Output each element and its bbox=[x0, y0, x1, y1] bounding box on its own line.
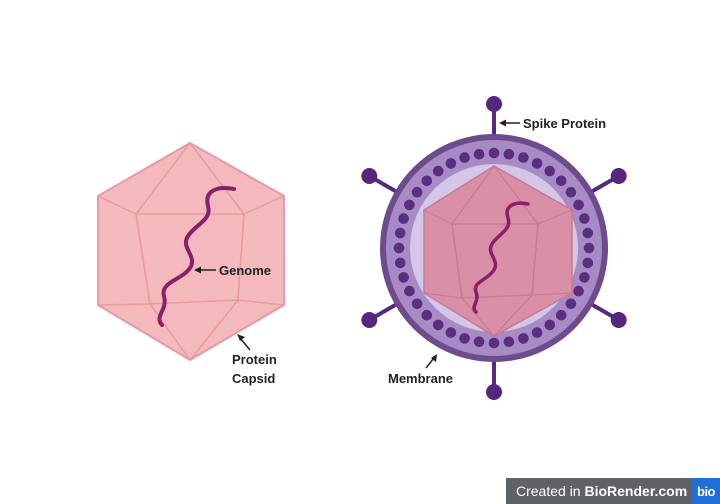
spike-knob bbox=[361, 168, 378, 184]
arrow-icon bbox=[194, 266, 201, 274]
membrane-bead bbox=[531, 327, 543, 338]
membrane-bead bbox=[411, 186, 423, 198]
membrane-bead bbox=[579, 213, 590, 224]
membrane-bead bbox=[473, 148, 485, 160]
arrow-icon bbox=[499, 119, 506, 127]
membrane-bead bbox=[404, 199, 415, 211]
arrow-icon bbox=[425, 357, 435, 369]
membrane-bead bbox=[432, 165, 444, 177]
membrane-bead bbox=[488, 337, 500, 349]
membrane-bead bbox=[445, 158, 457, 169]
spike-knob bbox=[486, 384, 502, 400]
membrane-bead bbox=[398, 272, 409, 283]
membrane-bead bbox=[565, 298, 577, 310]
spike-proteins bbox=[361, 96, 627, 400]
membrane-bead bbox=[393, 242, 405, 254]
genome-label: Genome bbox=[219, 263, 271, 278]
membrane-bead bbox=[518, 152, 529, 163]
badge-prefix: Created in bbox=[516, 483, 585, 499]
genome-strand-left bbox=[157, 186, 236, 327]
enveloped-virus-icon bbox=[361, 96, 627, 400]
membrane-bead bbox=[421, 309, 433, 321]
membrane-bead bbox=[573, 199, 584, 211]
membrane-bead bbox=[544, 319, 556, 331]
protein-label-line1: Protein bbox=[232, 352, 277, 367]
membrane-bead bbox=[531, 158, 543, 169]
inner-capsid-facet-lines bbox=[423, 165, 573, 337]
membrane-bead bbox=[473, 336, 485, 348]
membrane-bead bbox=[579, 272, 590, 283]
badge-brand: BioRender.com bbox=[584, 483, 688, 499]
membrane-bead bbox=[555, 309, 567, 321]
genome-strand-right bbox=[472, 201, 530, 314]
biorender-logo-icon: bio bbox=[692, 478, 720, 504]
membrane-bead bbox=[394, 257, 406, 269]
protein-label-line2: Capsid bbox=[232, 371, 275, 386]
spike-knob bbox=[361, 312, 378, 328]
spike-protein-label: Spike Protein bbox=[523, 116, 606, 131]
membrane-bead bbox=[582, 257, 594, 269]
membrane-bead bbox=[573, 285, 584, 297]
membrane-label: Membrane bbox=[388, 371, 453, 386]
arrow-icon bbox=[431, 354, 437, 362]
membrane-bead bbox=[432, 319, 444, 331]
membrane-bead bbox=[459, 333, 470, 344]
genome-callout: Genome bbox=[194, 263, 271, 278]
arrow-icon bbox=[239, 337, 251, 351]
membrane-bead bbox=[565, 186, 577, 198]
membrane-bead bbox=[445, 327, 457, 338]
membrane-bead bbox=[555, 175, 567, 187]
capsid-hexagon bbox=[97, 142, 285, 361]
capsid-facet-lines bbox=[97, 142, 285, 361]
membrane-bead bbox=[411, 298, 423, 310]
membrane-bead bbox=[394, 227, 406, 239]
membrane-bead bbox=[459, 152, 470, 163]
membrane-bead bbox=[582, 227, 594, 239]
membrane-callout: Membrane bbox=[388, 354, 453, 386]
membrane-bead bbox=[404, 285, 415, 297]
spike-knob bbox=[486, 96, 502, 112]
membrane-bead bbox=[421, 175, 433, 187]
spike-knob bbox=[610, 312, 627, 328]
membrane-beads bbox=[393, 147, 595, 349]
protein-capsid-callout: Protein Capsid bbox=[232, 334, 277, 386]
membrane-bead bbox=[503, 148, 515, 160]
spike-knob bbox=[610, 168, 627, 184]
membrane-bead bbox=[488, 147, 500, 159]
membrane-bead bbox=[503, 336, 515, 348]
spike-protein-callout: Spike Protein bbox=[499, 116, 606, 131]
biorender-badge[interactable]: Created in BioRender.com bio bbox=[506, 478, 720, 504]
arrow-icon bbox=[237, 334, 245, 341]
membrane-bead bbox=[544, 165, 556, 177]
icosahedral-capsid-icon bbox=[97, 142, 285, 361]
membrane-bead bbox=[518, 333, 529, 344]
membrane-bead bbox=[398, 213, 409, 224]
membrane-bead bbox=[583, 242, 595, 254]
